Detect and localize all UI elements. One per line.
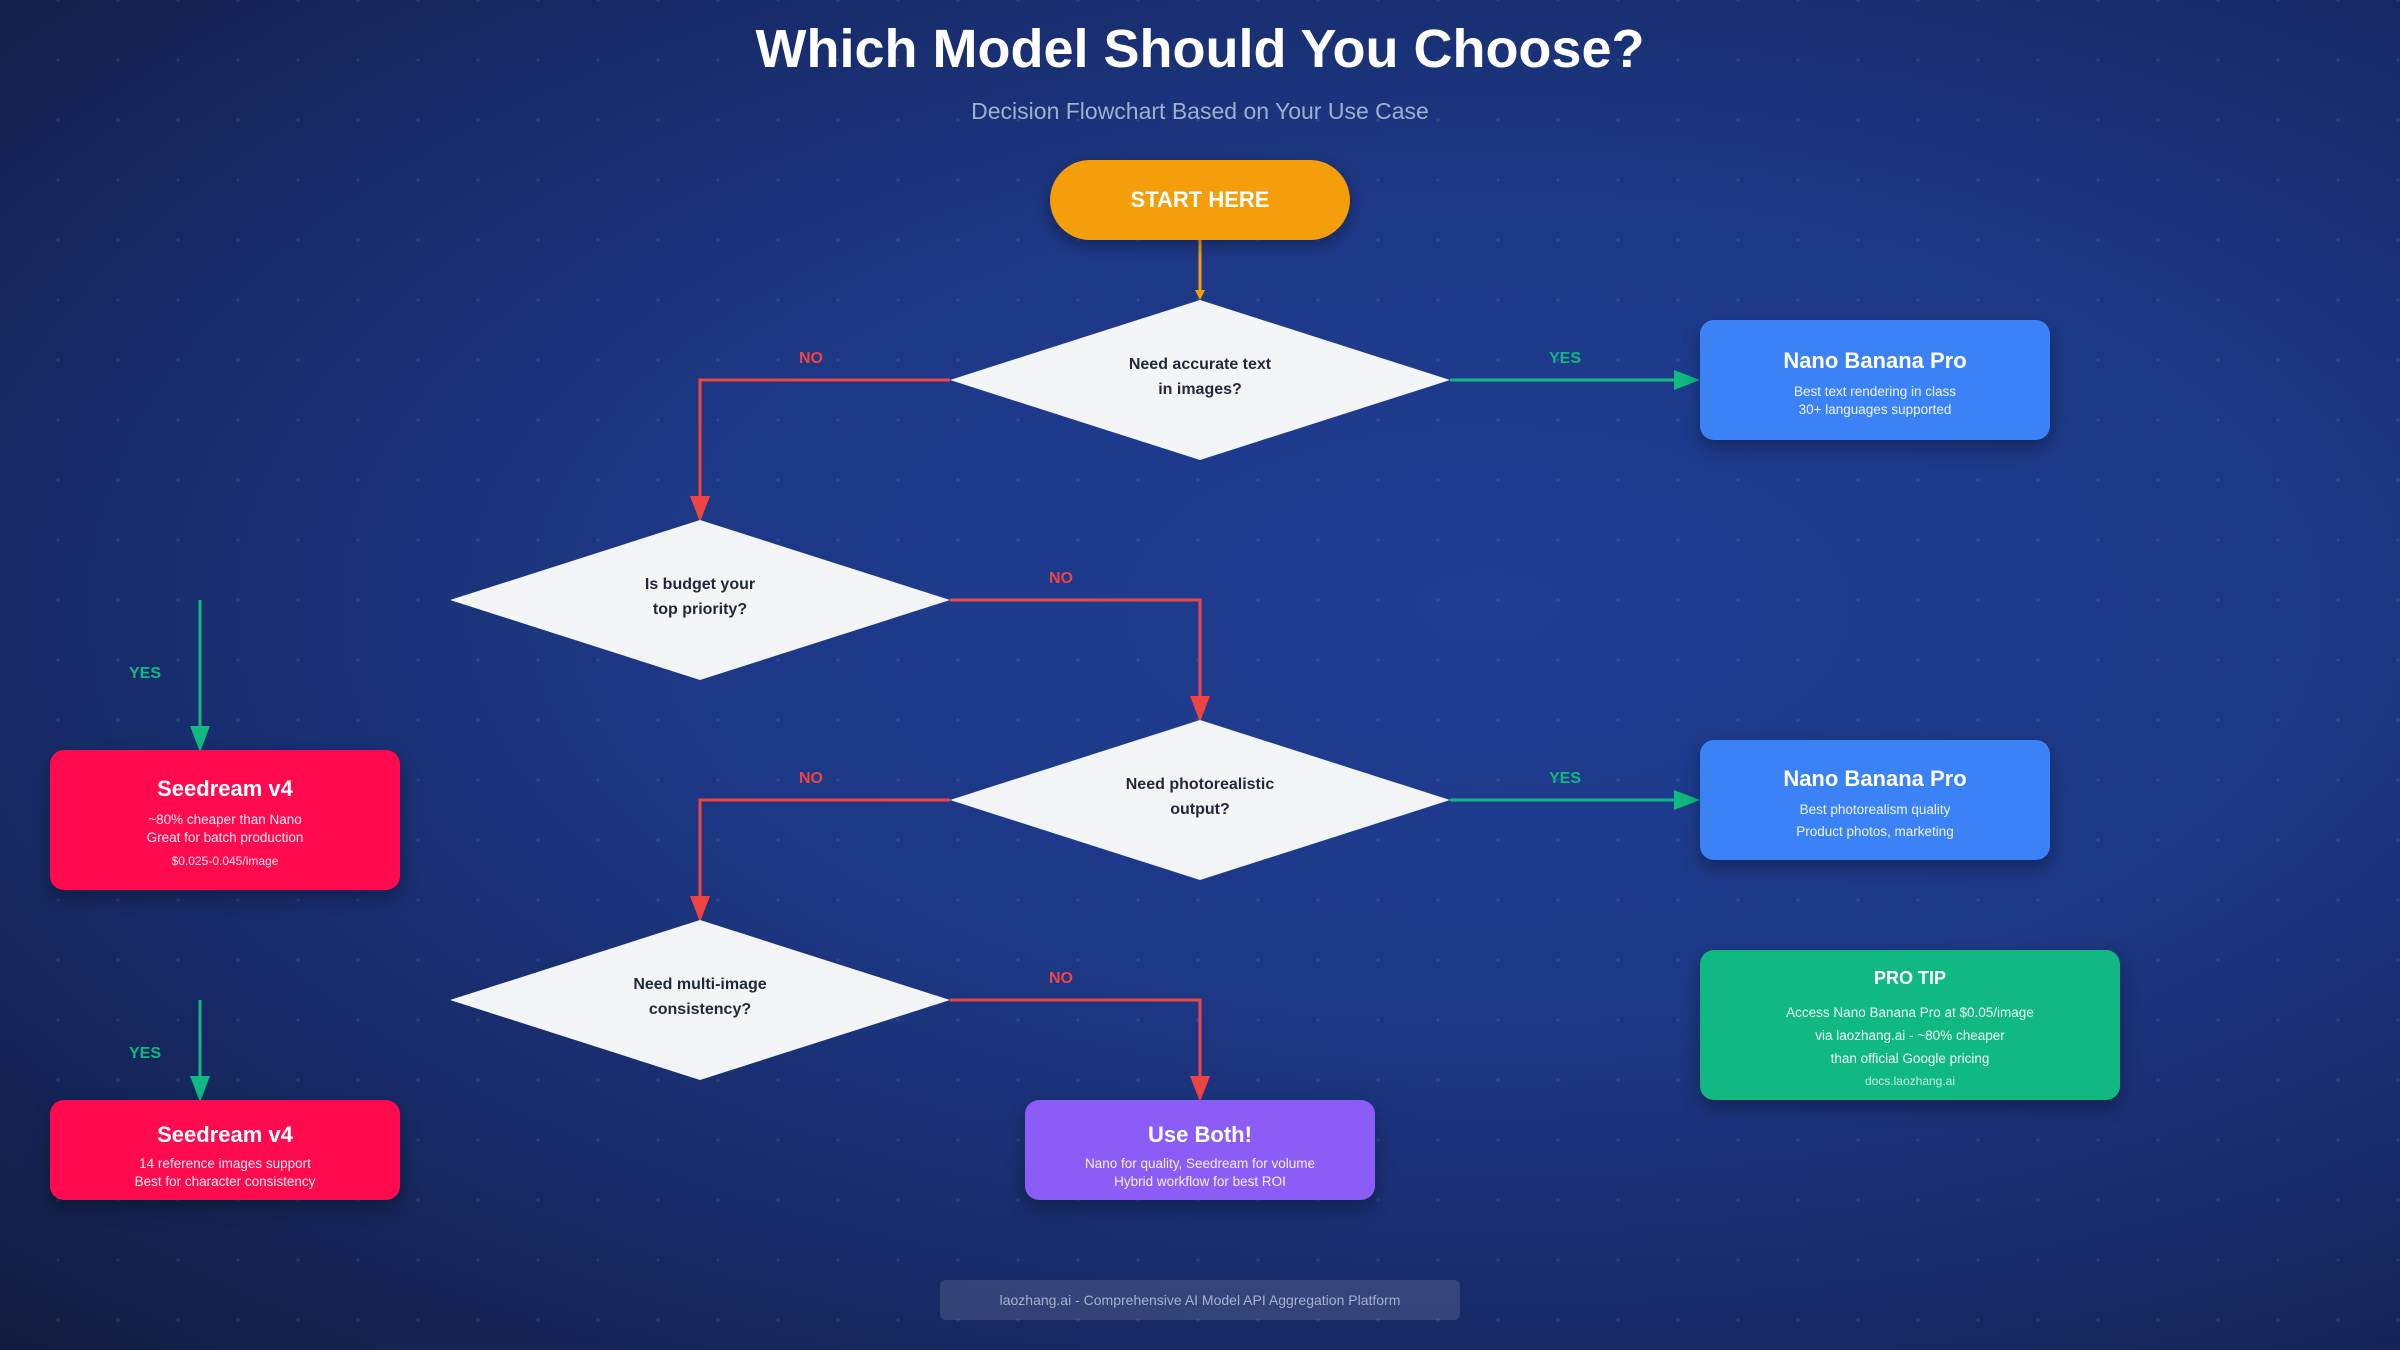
outcome-line: Best for character consistency: [134, 1174, 316, 1189]
outcome-nano-banana-pro-photo: Nano Banana Pro Best photorealism qualit…: [1700, 740, 2050, 860]
outcome-seedream-v4-consistency: Seedream v4 14 reference images support …: [50, 1100, 400, 1200]
decision-text-multi-image: Need multi-image consistency?: [570, 972, 830, 1022]
arrowhead-q4-no: [1190, 1076, 1210, 1102]
footer-text: laozhang.ai - Comprehensive AI Model API…: [999, 1292, 1401, 1308]
outcome-price: $0.025-0.045/image: [171, 854, 279, 868]
label-no-q3: NO: [799, 770, 823, 787]
start-label: START HERE: [1130, 187, 1270, 212]
pro-tip-line: than official Google pricing: [1830, 1051, 1990, 1066]
outcome-line: ~80% cheaper than Nano: [148, 812, 302, 827]
outcome-line: Great for batch production: [146, 830, 304, 845]
decision-diamond-multi-image: [450, 920, 950, 1080]
page-title: Which Model Should You Choose?: [755, 19, 1645, 79]
connector-q2-no: [950, 598, 1202, 718]
connector-q4-no: [950, 998, 1202, 1082]
decision-line: top priority?: [652, 601, 748, 618]
arrowhead-q2-yes: [190, 726, 210, 752]
outcome-line: Product photos, marketing: [1796, 824, 1954, 839]
label-yes-q4: YES: [129, 1045, 162, 1062]
arrowhead-q3-yes: [1674, 790, 1700, 810]
decision-text-budget: Is budget your top priority?: [570, 572, 830, 622]
outcome-title: Use Both!: [1148, 1122, 1252, 1147]
pro-tip-link[interactable]: docs.laozhang.ai: [1864, 1074, 1956, 1088]
label-yes-q3: YES: [1549, 770, 1582, 787]
arrowhead-q1-yes: [1674, 370, 1700, 390]
outcome-line: Hybrid workflow for best ROI: [1114, 1174, 1286, 1189]
pro-tip-line: Access Nano Banana Pro at $0.05/image: [1786, 1005, 2034, 1020]
decision-diamond-photorealistic: [950, 720, 1450, 880]
connector-q3-no: [698, 798, 950, 918]
decision-diamond-budget: [450, 520, 950, 680]
outcome-line: 30+ languages supported: [1798, 402, 1952, 417]
decision-line: Is budget your: [644, 576, 756, 593]
decision-line: output?: [1170, 801, 1230, 818]
arrowhead-q4-yes: [190, 1076, 210, 1102]
decision-text-photorealistic: Need photorealistic output?: [1070, 772, 1330, 822]
label-no-q1: NO: [799, 350, 823, 367]
outcome-title: Nano Banana Pro: [1783, 766, 1967, 791]
footer-bar: laozhang.ai - Comprehensive AI Model API…: [940, 1280, 1460, 1320]
arrowhead-q3-no: [690, 896, 710, 922]
outcome-seedream-v4-budget: Seedream v4 ~80% cheaper than Nano Great…: [50, 750, 400, 890]
arrowhead-q1-no: [690, 496, 710, 522]
arrowhead-q2-no: [1190, 696, 1210, 722]
decision-text-accurate-text: Need accurate text in images?: [1070, 352, 1330, 402]
outcome-title: Seedream v4: [157, 1122, 293, 1147]
decision-line: Need multi-image: [633, 976, 767, 993]
outcome-title: Nano Banana Pro: [1783, 348, 1967, 373]
outcome-nano-banana-pro-text: Nano Banana Pro Best text rendering in c…: [1700, 320, 2050, 440]
outcome-title: Seedream v4: [157, 776, 293, 801]
outcome-line: Best text rendering in class: [1793, 384, 1957, 399]
pro-tip-line: via laozhang.ai - ~80% cheaper: [1815, 1028, 2005, 1043]
pro-tip-box: PRO TIP Access Nano Banana Pro at $0.05/…: [1700, 950, 2120, 1100]
label-no-q2: NO: [1049, 570, 1073, 587]
pro-tip-title: PRO TIP: [1873, 968, 1946, 988]
label-yes-q2: YES: [129, 665, 162, 682]
decision-line: consistency?: [648, 1001, 752, 1018]
connector-q1-no: [698, 378, 950, 518]
decision-diamond-accurate-text: [950, 300, 1450, 460]
label-yes-q1: YES: [1549, 350, 1582, 367]
outcome-line: Nano for quality, Seedream for volume: [1084, 1156, 1316, 1171]
label-no-q4: NO: [1049, 970, 1073, 987]
decision-line: Need photorealistic: [1125, 776, 1275, 793]
decision-line: Need accurate text: [1128, 356, 1272, 373]
start-node: START HERE: [1050, 160, 1350, 240]
outcome-use-both: Use Both! Nano for quality, Seedream for…: [1025, 1100, 1375, 1200]
decision-line: in images?: [1158, 381, 1242, 398]
outcome-line: 14 reference images support: [139, 1156, 311, 1171]
page-subtitle: Decision Flowchart Based on Your Use Cas…: [971, 98, 1429, 124]
outcome-line: Best photorealism quality: [1799, 802, 1951, 817]
